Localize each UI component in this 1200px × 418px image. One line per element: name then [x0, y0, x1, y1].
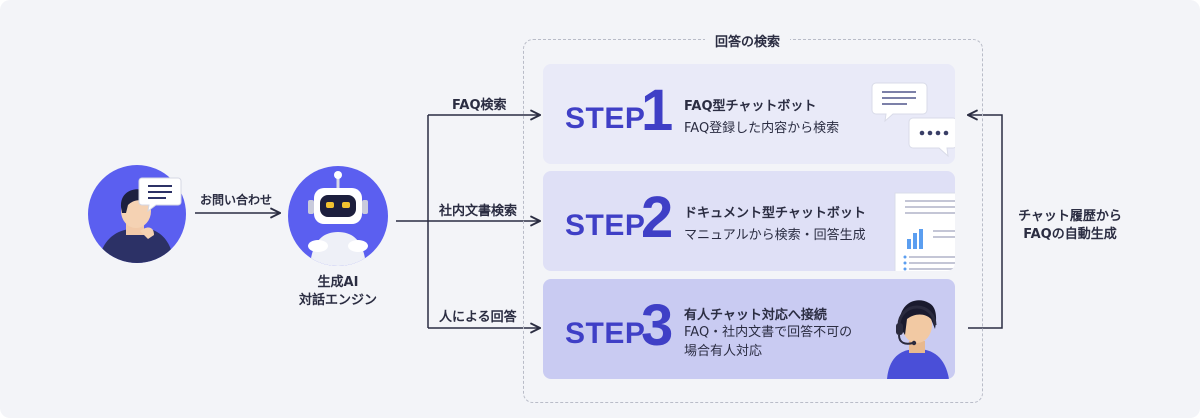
inquiry-label: お問い合わせ: [200, 193, 273, 207]
step-word: STEP: [565, 209, 646, 242]
step-number: 1: [641, 78, 674, 143]
step-card-2: STEP 2 ドキュメント型チャットボット マニュアルから検索・回答生成: [543, 171, 955, 271]
faq-chat-bubbles-icon: [871, 80, 955, 160]
ai-engine-label: 生成AI 対話エンジン: [278, 274, 398, 310]
step-card-3: STEP 3 有人チャット対応へ接続 FAQ・社内文書で回答不可の 場合有人対応: [543, 279, 955, 379]
step-number: 3: [641, 293, 674, 358]
feedback-label-line2: FAQの自動生成: [1023, 227, 1117, 242]
feedback-arrow: [968, 115, 1003, 329]
search-group-title: 回答の検索: [705, 31, 791, 50]
step-description: FAQ登録した内容から検索: [684, 121, 840, 136]
document-chart-icon: [893, 191, 955, 271]
branch-label-faq: FAQ検索: [452, 98, 507, 113]
step-word: STEP: [565, 317, 646, 350]
step-description-line1: FAQ・社内文書で回答不可の: [684, 325, 853, 340]
ai-label-line1: 生成AI: [317, 275, 359, 290]
feedback-label-line1: チャット履歴から: [1018, 209, 1122, 224]
step-title: 有人チャット対応へ接続: [684, 308, 827, 323]
step-description: マニュアルから検索・回答生成: [684, 228, 866, 243]
step-number: 2: [641, 185, 674, 250]
branch-label-docs: 社内文書検索: [439, 204, 518, 219]
step-description-line2: 場合有人対応: [684, 344, 763, 359]
chat-bubble-icon: [138, 176, 182, 213]
feedback-label: チャット履歴から FAQの自動生成: [1008, 208, 1132, 244]
step-title: FAQ型チャットボット: [684, 99, 817, 114]
branch-label-human: 人による回答: [439, 310, 517, 325]
ai-label-line2: 対話エンジン: [298, 293, 377, 308]
step-card-1: STEP 1 FAQ型チャットボット FAQ登録した内容から検索: [543, 64, 955, 164]
step-title: ドキュメント型チャットボット: [684, 206, 866, 221]
step-description: FAQ・社内文書で回答不可の 場合有人対応: [684, 323, 852, 361]
robot-icon: [288, 166, 388, 266]
operator-headset-icon: [881, 291, 955, 379]
step-word: STEP: [565, 102, 646, 135]
